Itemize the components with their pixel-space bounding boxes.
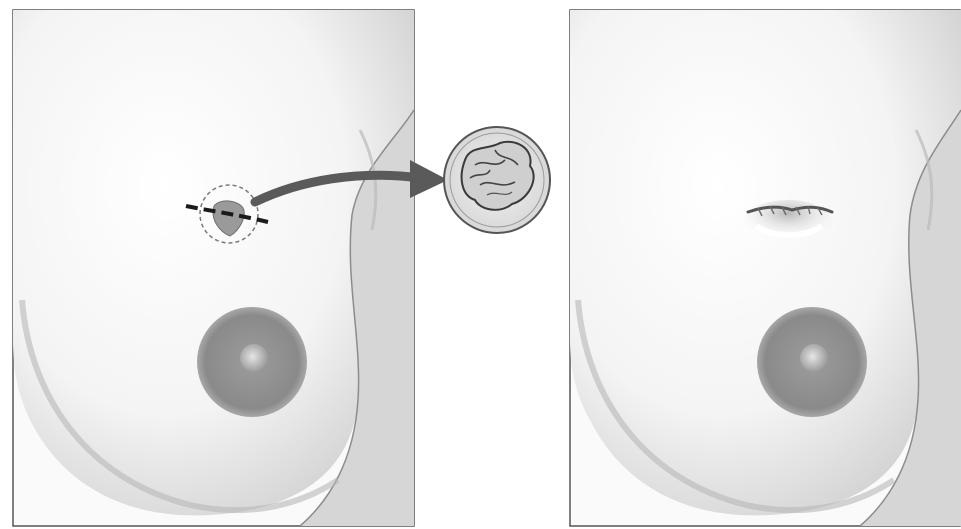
removed-tumor-callout [444,127,550,233]
before-panel [0,0,560,529]
after-panel [560,0,961,529]
breast-shape [570,10,961,515]
before-illustration [0,0,560,529]
after-illustration [560,0,961,529]
scar-icon [744,200,832,244]
nipple [800,344,828,372]
nipple [240,344,268,372]
